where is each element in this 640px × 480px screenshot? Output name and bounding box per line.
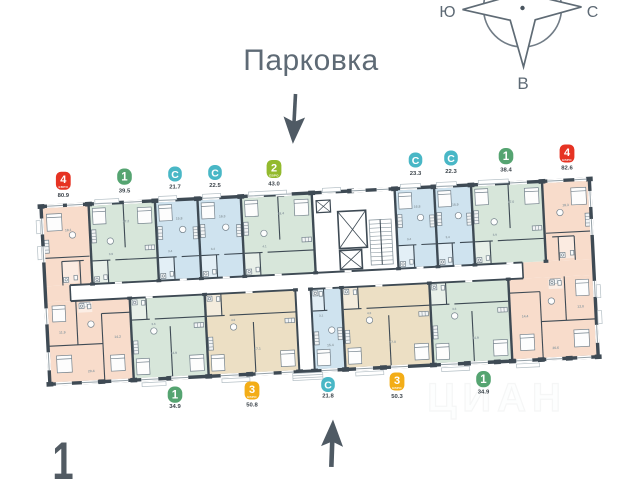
svg-text:38.4: 38.4 (500, 168, 512, 174)
svg-text:4.0: 4.0 (231, 318, 236, 322)
svg-text:16.3: 16.3 (219, 214, 226, 218)
svg-text:3.4: 3.4 (211, 247, 216, 251)
svg-text:15.4: 15.4 (327, 343, 334, 347)
svg-text:22.3: 22.3 (445, 169, 457, 175)
svg-text:4.0: 4.0 (367, 311, 372, 315)
svg-text:ЕВРО: ЕВРО (562, 158, 572, 162)
svg-text:18.1: 18.1 (65, 228, 72, 232)
svg-text:1: 1 (121, 172, 128, 184)
svg-text:С: С (412, 155, 420, 167)
svg-text:Парковка: Парковка (243, 44, 378, 77)
svg-text:С: С (447, 153, 455, 165)
svg-text:21.7: 21.7 (169, 185, 181, 191)
svg-text:3: 3 (394, 375, 400, 387)
svg-text:17.0: 17.0 (389, 340, 396, 344)
svg-text:С: С (211, 168, 219, 180)
svg-text:20.4: 20.4 (88, 369, 95, 373)
svg-text:80.9: 80.9 (58, 193, 70, 199)
svg-text:3.9: 3.9 (109, 252, 114, 256)
svg-text:1: 1 (480, 374, 487, 386)
svg-text:3.9: 3.9 (493, 233, 498, 237)
svg-text:43.0: 43.0 (268, 182, 280, 188)
svg-text:1: 1 (172, 390, 179, 402)
svg-text:15.8: 15.8 (176, 216, 183, 220)
svg-text:3: 3 (249, 384, 255, 396)
svg-text:4.1: 4.1 (262, 244, 267, 248)
svg-text:1: 1 (503, 151, 510, 163)
svg-text:11.9: 11.9 (59, 330, 66, 334)
svg-text:ЕВРО: ЕВРО (59, 185, 69, 189)
svg-text:17.2: 17.2 (123, 219, 130, 223)
svg-text:1: 1 (52, 431, 73, 480)
svg-text:ЕВРО: ЕВРО (247, 395, 257, 399)
svg-text:16.8: 16.8 (414, 204, 421, 208)
svg-text:ЦИАН: ЦИАН (427, 376, 567, 420)
svg-text:3.1: 3.1 (319, 313, 324, 317)
svg-text:19.4: 19.4 (277, 211, 284, 215)
svg-text:3.4: 3.4 (445, 235, 450, 239)
svg-text:14.9: 14.9 (472, 336, 479, 340)
svg-text:20.6: 20.6 (552, 346, 559, 350)
svg-text:21.8: 21.8 (322, 394, 334, 400)
svg-text:39.5: 39.5 (119, 189, 131, 195)
svg-text:34.9: 34.9 (478, 390, 490, 396)
svg-text:В: В (517, 74, 528, 93)
svg-text:82.6: 82.6 (561, 166, 573, 172)
svg-text:3.6: 3.6 (452, 307, 457, 311)
svg-text:3.4: 3.4 (407, 237, 412, 241)
svg-text:18.3: 18.3 (562, 203, 569, 207)
svg-text:14.9: 14.9 (170, 351, 177, 355)
svg-text:22.5: 22.5 (209, 183, 221, 189)
svg-text:14.4: 14.4 (522, 314, 529, 318)
svg-text:4: 4 (564, 147, 571, 159)
svg-text:50.8: 50.8 (246, 403, 258, 409)
svg-text:Ю: Ю (439, 4, 455, 21)
svg-text:2: 2 (271, 162, 277, 174)
svg-text:15.9: 15.9 (452, 203, 459, 207)
svg-text:14.2: 14.2 (114, 335, 121, 339)
svg-text:С: С (587, 4, 599, 21)
svg-text:3.6: 3.6 (151, 322, 156, 326)
svg-text:ЕВРО: ЕВРО (392, 386, 402, 390)
svg-text:С: С (171, 169, 179, 181)
svg-text:ЕВРО: ЕВРО (269, 173, 279, 177)
svg-text:34.9: 34.9 (169, 404, 181, 410)
svg-text:3.4: 3.4 (168, 249, 173, 253)
svg-text:4: 4 (60, 174, 67, 186)
svg-text:С: С (324, 380, 332, 392)
svg-text:50.3: 50.3 (391, 394, 403, 400)
svg-text:23.3: 23.3 (410, 171, 422, 177)
svg-text:17.1: 17.1 (254, 347, 261, 351)
svg-text:12.0: 12.0 (577, 304, 584, 308)
svg-text:17.0: 17.0 (508, 200, 515, 204)
